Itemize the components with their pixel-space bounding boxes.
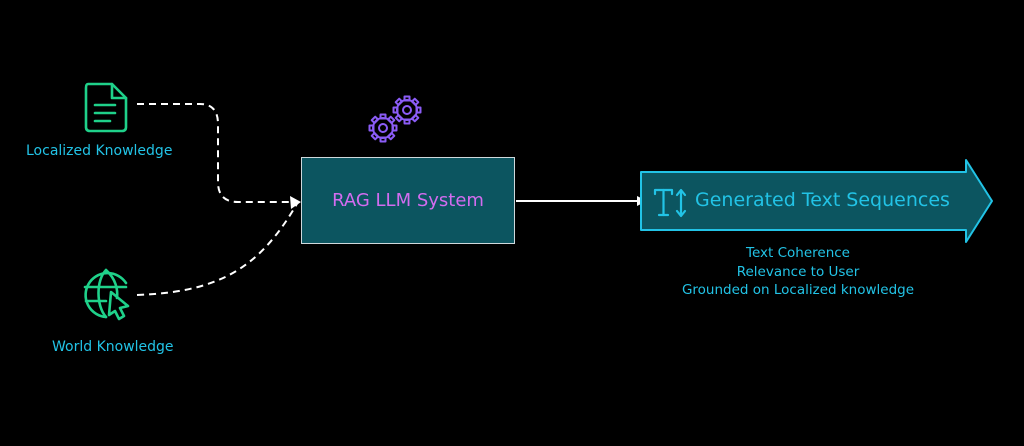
output-note-grounded: Grounded on Localized knowledge bbox=[681, 282, 915, 298]
rag-llm-system-box: RAG LLM System bbox=[301, 157, 515, 244]
text-height-icon bbox=[653, 188, 687, 218]
input-arrowhead bbox=[290, 196, 301, 209]
output-notes: Text Coherence Relevance to User Grounde… bbox=[640, 244, 956, 300]
document-icon bbox=[84, 82, 128, 133]
world-connector bbox=[136, 201, 299, 296]
localized-connector bbox=[137, 103, 298, 203]
rag-llm-system-title: RAG LLM System bbox=[332, 190, 484, 211]
localized-knowledge-label: Localized Knowledge bbox=[26, 143, 173, 159]
world-knowledge-label: World Knowledge bbox=[52, 339, 174, 355]
globe-cursor-icon bbox=[83, 268, 130, 321]
output-title: Generated Text Sequences bbox=[695, 189, 950, 211]
output-note-relevance: Relevance to User bbox=[736, 263, 860, 280]
output-note-coherence: Text Coherence bbox=[746, 245, 850, 261]
gears-icon bbox=[368, 95, 422, 143]
output-block-arrow bbox=[640, 159, 993, 243]
